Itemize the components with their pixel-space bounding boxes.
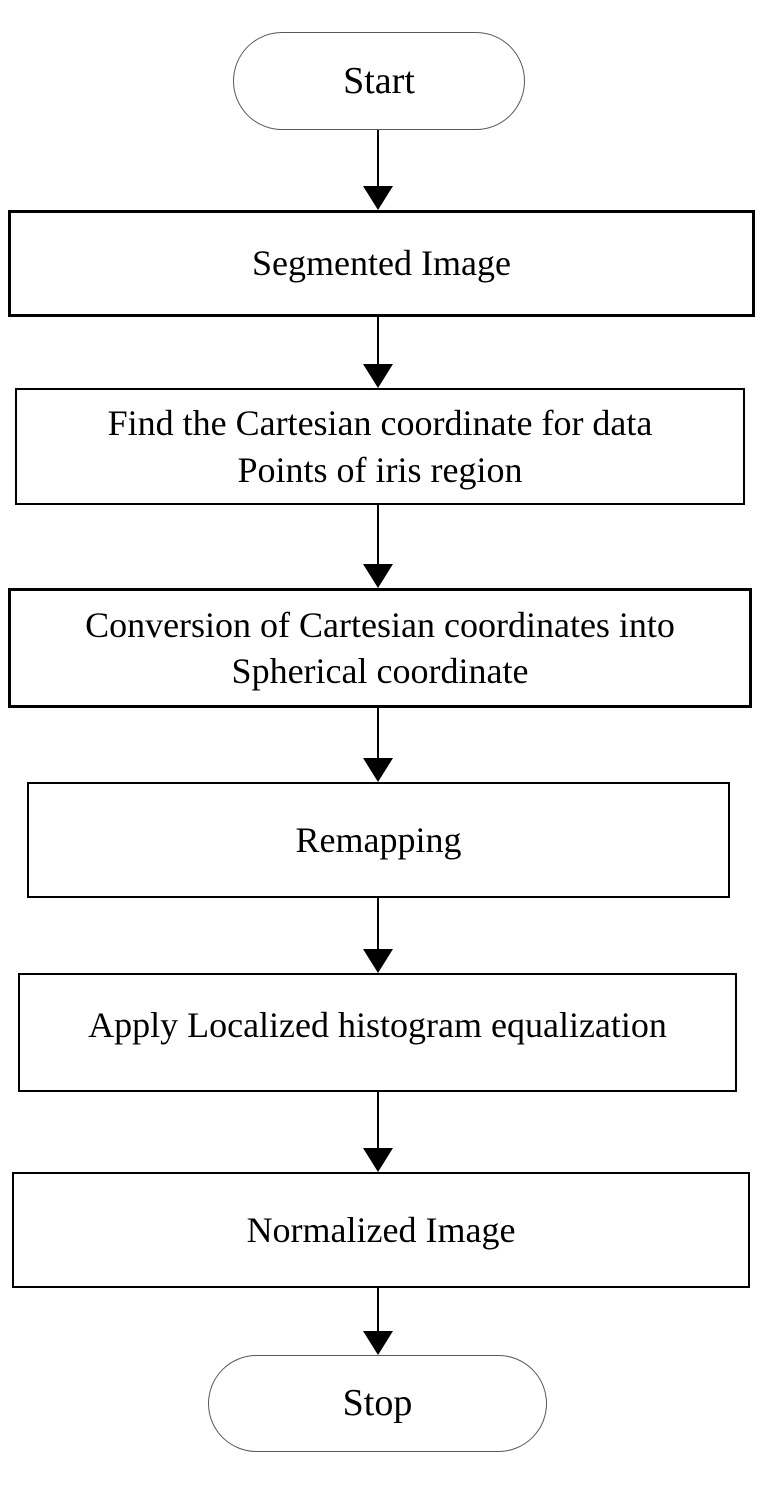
arrow-stem <box>377 1092 379 1148</box>
node-segmented-image: Segmented Image <box>8 210 755 317</box>
arrow-stem <box>377 505 379 564</box>
node-remapping-label: Remapping <box>295 819 462 860</box>
node-conversion-spherical: Conversion of Cartesian coordinates into… <box>8 588 752 708</box>
node-segmented-image-label: Segmented Image <box>252 243 511 284</box>
arrowhead-down-icon <box>363 949 393 973</box>
node-conversion-spherical-line1: Conversion of Cartesian coordinates into <box>85 604 675 645</box>
arrowhead-down-icon <box>363 186 393 210</box>
arrow-stem <box>377 317 379 364</box>
arrow-conversion-to-remapping <box>363 708 393 782</box>
arrow-apply-to-normalized <box>363 1092 393 1172</box>
node-find-cartesian-line1: Find the Cartesian coordinate for data <box>107 403 653 444</box>
arrowhead-down-icon <box>363 1148 393 1172</box>
arrow-stem <box>377 898 379 949</box>
arrow-stem <box>377 130 379 186</box>
node-stop: Stop <box>208 1355 547 1452</box>
arrowhead-down-icon <box>363 1331 393 1355</box>
arrow-normalized-to-stop <box>363 1288 393 1355</box>
arrowhead-down-icon <box>363 564 393 588</box>
node-normalized-image: Normalized Image <box>12 1172 750 1288</box>
node-stop-label: Stop <box>342 1382 413 1425</box>
node-start-label: Start <box>343 59 415 102</box>
arrow-remapping-to-apply <box>363 898 393 973</box>
node-apply-histogram-equalization-label: Apply Localized histogram equalization <box>88 1005 667 1046</box>
arrow-stem <box>377 1288 379 1331</box>
arrow-stem <box>377 708 379 758</box>
node-find-cartesian-line2: Points of iris region <box>237 449 523 490</box>
node-find-cartesian: Find the Cartesian coordinate for data P… <box>15 388 745 505</box>
node-remapping: Remapping <box>27 782 730 898</box>
arrow-find-to-conversion <box>363 505 393 588</box>
arrowhead-down-icon <box>363 758 393 782</box>
node-normalized-image-label: Normalized Image <box>246 1209 516 1250</box>
arrowhead-down-icon <box>363 364 393 388</box>
node-conversion-spherical-line2: Spherical coordinate <box>231 651 529 691</box>
arrow-segmented-to-find <box>363 317 393 388</box>
arrow-start-to-segmented <box>363 130 393 210</box>
node-start: Start <box>233 32 525 130</box>
node-apply-histogram-equalization: Apply Localized histogram equalization <box>18 973 737 1092</box>
